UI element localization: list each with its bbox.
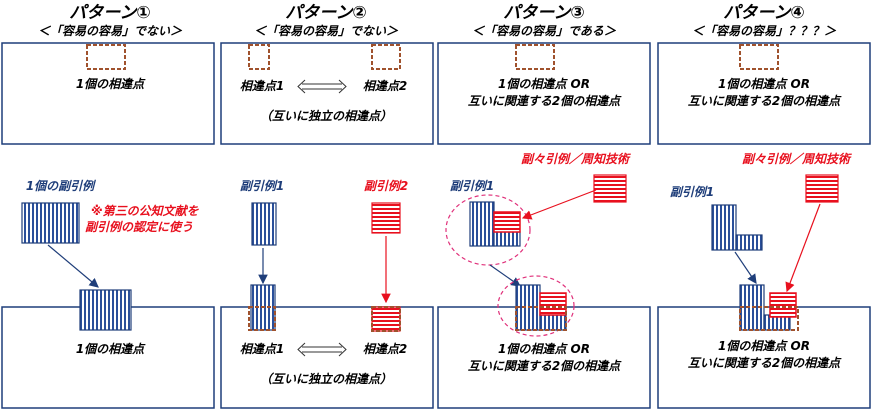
pattern-2-citation2-block bbox=[371, 202, 401, 234]
pattern-2-citation1-block bbox=[251, 202, 277, 246]
pattern-4-upper-citation-vertical bbox=[711, 204, 737, 251]
pattern-4-title: パターン④ bbox=[723, 3, 805, 23]
pattern-2-bottom-diff2-region bbox=[371, 306, 401, 332]
pattern-4-bottom-line2: 互いに関連する2個の相違点 bbox=[688, 356, 842, 370]
pattern-1: パターン① ＜「容易の容易」でない＞ 1個の相違点 1個の副引例 ※第三の公知文… bbox=[1, 3, 215, 409]
pattern-3-lower-secondary-block bbox=[539, 292, 567, 316]
pattern-2-top-diff2-label: 相違点2 bbox=[363, 79, 407, 93]
pattern-4-top-box bbox=[657, 42, 871, 145]
pattern-1-citation-block bbox=[21, 202, 80, 244]
pattern-3: パターン③ ＜「容易の容易」である＞ 1個の相違点 OR 互いに関連する2個の相… bbox=[437, 3, 651, 409]
pattern-3-blue-arrow bbox=[489, 264, 521, 287]
pattern-4-red-arrow bbox=[785, 203, 821, 293]
pattern-3-bottom-line1: 1個の相違点 OR bbox=[498, 342, 590, 356]
pattern-1-title: パターン① bbox=[69, 3, 151, 23]
pattern-2-bottom-diff1-label: 相違点1 bbox=[240, 342, 284, 356]
pattern-4-lower-secondary-block bbox=[769, 292, 797, 318]
pattern-2-top-box bbox=[220, 42, 434, 145]
pattern-2-top-independent: （互いに独立の相違点） bbox=[260, 109, 392, 123]
pattern-2-top-diff1-label: 相違点1 bbox=[240, 79, 284, 93]
pattern-1-top-box bbox=[1, 42, 215, 145]
pattern-2-bottom-independent: （互いに独立の相違点） bbox=[260, 372, 392, 386]
pattern-3-bottom-line2: 互いに関連する2個の相違点 bbox=[468, 359, 622, 373]
pattern-2: パターン② ＜「容易の容易」でない＞ 相違点1 相違点2 （互いに独立の相違点）… bbox=[220, 3, 434, 409]
pattern-1-citation-note-1: ※第三の公知文献を bbox=[91, 204, 200, 218]
pattern-2-subtitle: ＜「容易の容易」でない＞ bbox=[254, 24, 399, 38]
pattern-2-bottom-double-arrow-icon bbox=[297, 342, 347, 357]
pattern-2-citation1-label: 副引例1 bbox=[240, 179, 284, 193]
pattern-4-secondary-label: 副々引例／周知技術 bbox=[742, 152, 852, 166]
pattern-1-top-diff-label: 1個の相違点 bbox=[76, 77, 146, 91]
pattern-1-bottom-citation-block bbox=[79, 289, 132, 331]
pattern-4-secondary-block bbox=[805, 174, 839, 203]
pattern-3-upper-citation-horizontal bbox=[493, 231, 521, 247]
pattern-3-lower-ellipse bbox=[497, 275, 575, 337]
pattern-3-subtitle: ＜「容易の容易」である＞ bbox=[472, 24, 617, 38]
pattern-3-top-diff-region bbox=[515, 44, 555, 70]
pattern-4-top-line1: 1個の相違点 OR bbox=[718, 77, 810, 91]
pattern-1-citation-note-2: 副引例の認定に使う bbox=[85, 220, 193, 234]
pattern-4-bottom-line1: 1個の相違点 OR bbox=[718, 339, 810, 353]
pattern-3-lower-citation-horizontal bbox=[539, 314, 567, 331]
pattern-2-title: パターン② bbox=[285, 3, 367, 23]
pattern-3-upper-ellipse bbox=[445, 194, 531, 266]
pattern-1-citation-label: 1個の副引例 bbox=[26, 179, 96, 193]
pattern-2-citation2-label: 副引例2 bbox=[364, 179, 408, 193]
pattern-2-top-diff1-region bbox=[248, 44, 270, 70]
pattern-4-top-diff-region bbox=[739, 44, 779, 70]
pattern-3-top-box bbox=[437, 42, 651, 145]
pattern-2-top-double-arrow-icon bbox=[297, 79, 347, 94]
pattern-4: パターン④ ＜「容易の容易」？？？＞ 1個の相違点 OR 互いに関連する2個の相… bbox=[657, 3, 871, 409]
pattern-2-top-diff2-region bbox=[371, 44, 401, 70]
pattern-3-citation-label: 副引例1 bbox=[450, 179, 494, 193]
pattern-2-bottom-box bbox=[220, 306, 434, 409]
pattern-4-blue-arrow bbox=[734, 251, 757, 284]
pattern-2-bottom-diff1-region bbox=[248, 306, 276, 331]
pattern-3-top-line2: 互いに関連する2個の相違点 bbox=[468, 94, 622, 108]
pattern-4-lower-diff-region bbox=[739, 306, 799, 331]
pattern-1-arrow bbox=[47, 244, 99, 288]
pattern-4-subtitle: ＜「容易の容易」？？？＞ bbox=[692, 24, 837, 38]
pattern-3-secondary-block bbox=[593, 174, 627, 203]
pattern-3-upper-secondary-block bbox=[493, 211, 521, 233]
pattern-2-bottom-citation2-block bbox=[371, 306, 401, 332]
pattern-4-upper-citation-horizontal bbox=[735, 234, 763, 251]
pattern-2-bottom-diff2-label: 相違点2 bbox=[363, 342, 407, 356]
pattern-3-lower-diff-region bbox=[515, 306, 567, 331]
pattern-3-secondary-label: 副々引例／周知技術 bbox=[521, 152, 631, 166]
pattern-3-upper-citation-vertical bbox=[469, 201, 495, 247]
pattern-3-red-arrow bbox=[521, 189, 597, 220]
pattern-1-bottom-diff-label: 1個の相違点 bbox=[76, 342, 146, 356]
pattern-3-title: パターン③ bbox=[503, 3, 585, 23]
pattern-4-citation-label: 副引例1 bbox=[670, 185, 714, 199]
pattern-3-top-line1: 1個の相違点 OR bbox=[498, 77, 590, 91]
pattern-1-subtitle: ＜「容易の容易」でない＞ bbox=[38, 24, 183, 38]
pattern-1-top-diff-region bbox=[86, 44, 126, 70]
pattern-4-top-line2: 互いに関連する2個の相違点 bbox=[688, 94, 842, 108]
